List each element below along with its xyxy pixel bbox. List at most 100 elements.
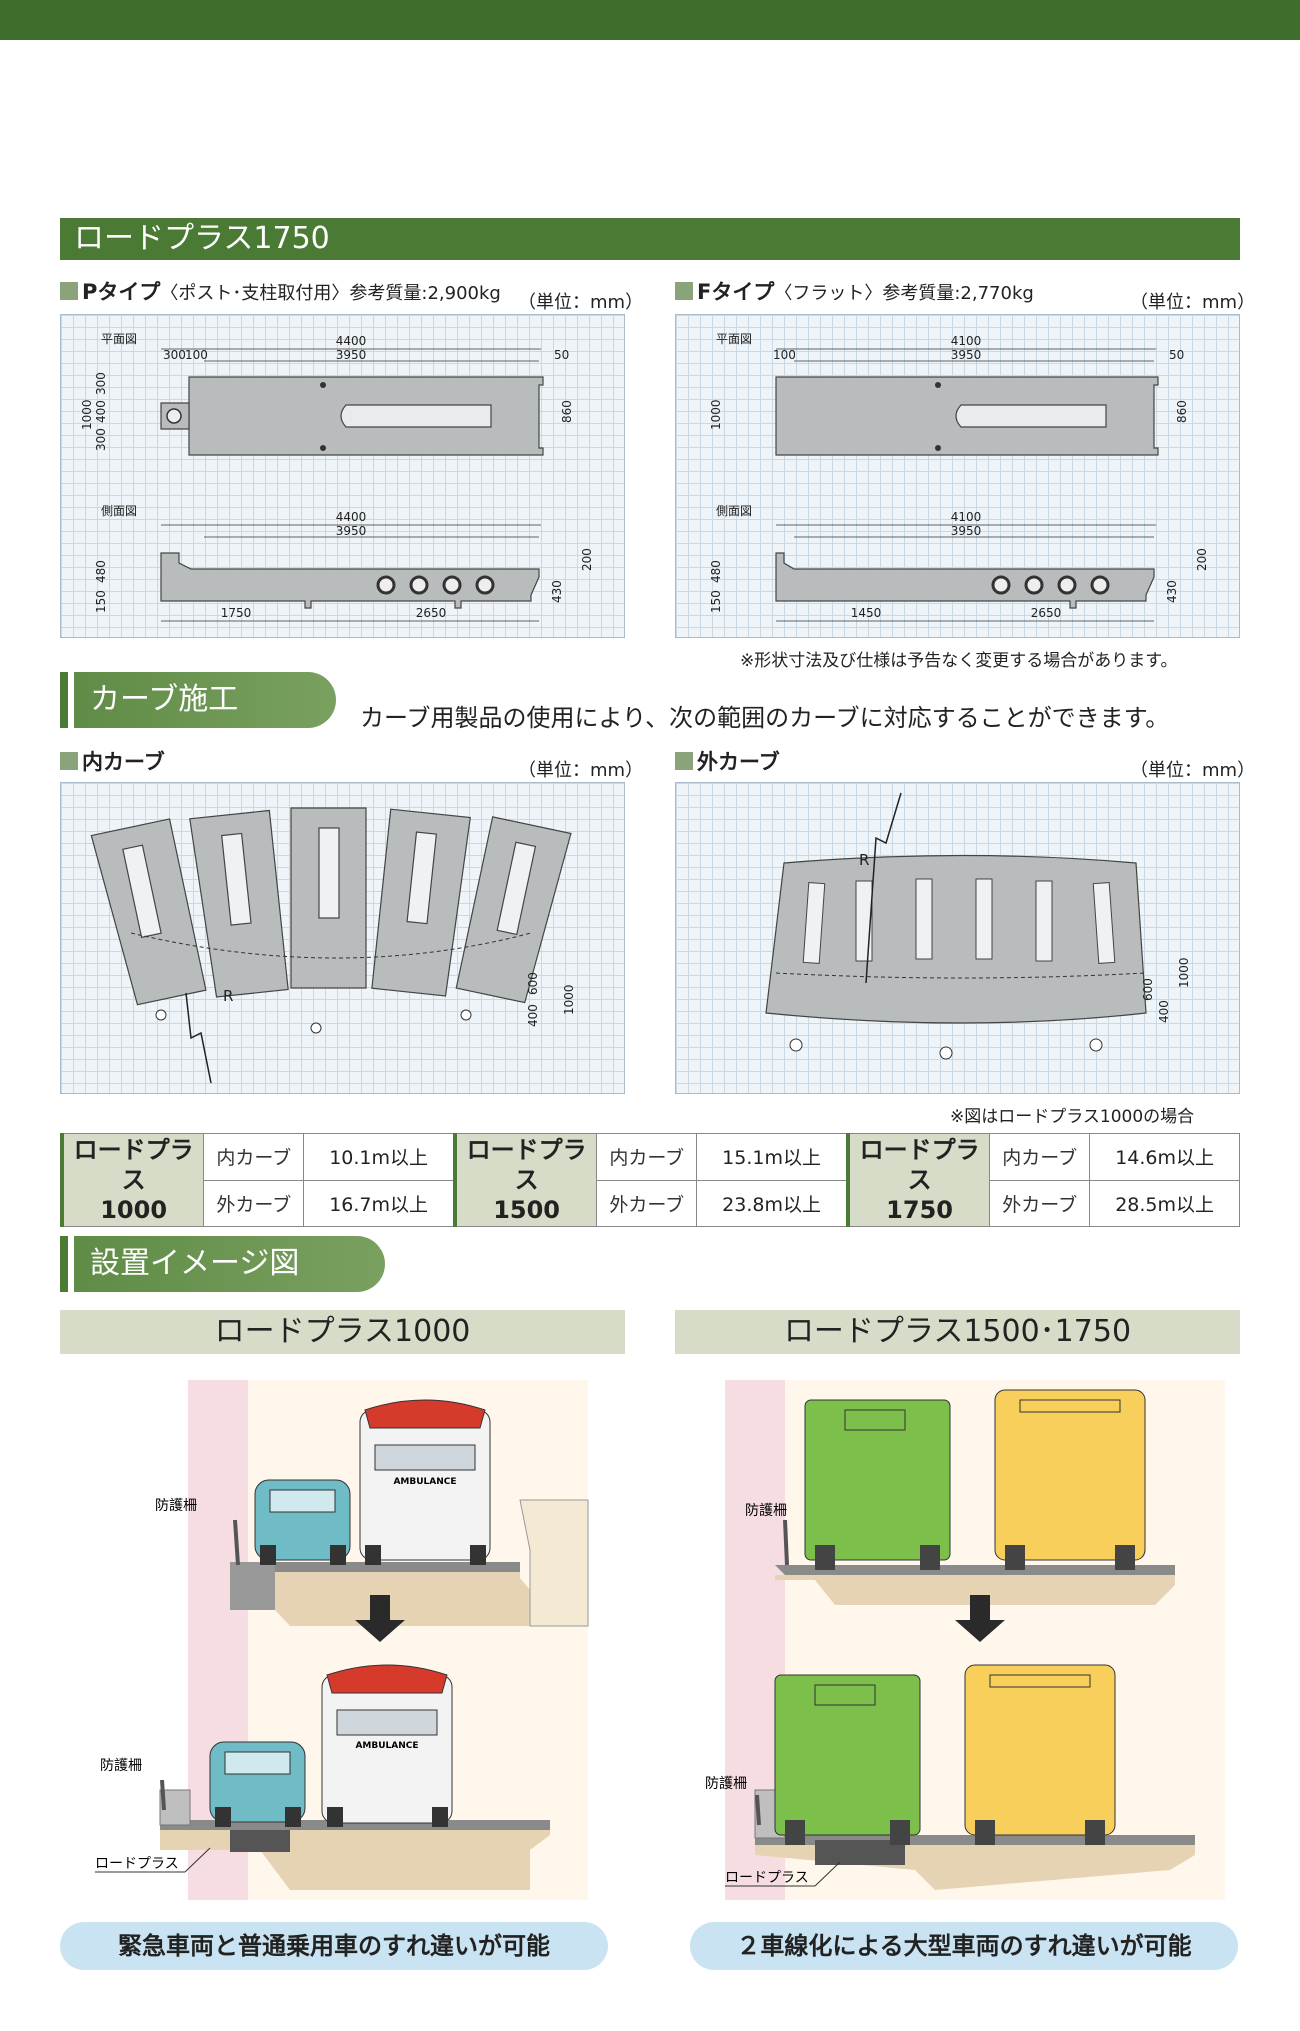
dim-l1: 1750 <box>221 606 252 620</box>
dim-v1: 300 <box>94 372 108 395</box>
product-name: ロードプラス <box>859 1136 980 1194</box>
curve-note: ※図はロードプラス1000の場合 <box>950 1107 1195 1127</box>
inner-label: 内カーブ <box>596 1133 698 1181</box>
dim-l1: 1450 <box>851 606 882 620</box>
dim-a: 300 <box>163 348 186 362</box>
install-right-caption: ２車線化による大型車両のすれ違いが可能 <box>690 1922 1238 1970</box>
p-type-title: Pタイプ <box>82 280 161 304</box>
dim-b: 100 <box>185 348 208 362</box>
dim-h2: 860 <box>560 400 574 423</box>
roadplus-label: ロードプラス <box>725 1870 809 1886</box>
dim-s4: 200 <box>1195 548 1209 571</box>
dim-600: 600 <box>1141 978 1155 1001</box>
dim-s2: 150 <box>94 590 108 613</box>
install-right-svg: 防護柵 防護柵 ロードプラス <box>705 1380 1225 1900</box>
outer-value: 23.8m以上 <box>696 1179 849 1227</box>
dim-400: 400 <box>1157 1000 1171 1023</box>
inner-curve-svg: R 600 400 1000 <box>90 807 576 1084</box>
p-type-heading: Pタイプ〈ポスト･支柱取付用〉参考質量:2,900kg <box>60 276 501 306</box>
side-view-label: 側面図 <box>716 504 752 518</box>
inner-value: 14.6m以上 <box>1089 1133 1240 1181</box>
p-type-unit: （単位：mm） <box>518 292 644 313</box>
inner-curve-drawing: R 600 400 1000 <box>60 782 625 1094</box>
dim-inner: 3950 <box>951 348 982 362</box>
f-type-drawing-svg: 平面図 側面図 4100 3950 100 50 1000 860 4100 3… <box>709 332 1209 622</box>
square-bullet-icon <box>675 282 693 300</box>
inner-curve-unit: （単位：mm） <box>518 760 644 781</box>
ambulance-text: AMBULANCE <box>393 1477 456 1487</box>
f-type-subtitle: 〈フラット〉参考質量:2,770kg <box>774 283 1034 304</box>
guard-rail-label: 防護柵 <box>100 1758 142 1774</box>
dim-h1: 1000 <box>709 399 723 430</box>
dim-c: 50 <box>554 348 569 362</box>
dim-h2: 860 <box>1175 400 1189 423</box>
install-left-caption: 緊急車両と普通乗用車のすれ違いが可能 <box>60 1922 608 1970</box>
inner-label: 内カーブ <box>203 1133 305 1181</box>
side-view-label: 側面図 <box>101 504 137 518</box>
inner-value: 10.1m以上 <box>303 1133 456 1181</box>
product-size: 1000 <box>100 1196 168 1224</box>
dim-s1: 480 <box>709 560 723 583</box>
outer-curve-unit: （単位：mm） <box>1130 760 1256 781</box>
outer-curve-svg: R 600 400 1000 <box>765 792 1191 1060</box>
table-row: 外カーブ 16.7m以上 外カーブ 23.8m以上 外カーブ 28.5m以上 <box>62 1179 1240 1227</box>
inner-label: 内カーブ <box>989 1133 1091 1181</box>
dim-v3: 300 <box>94 428 108 451</box>
dim-s3: 430 <box>1165 580 1179 603</box>
dim-s3: 430 <box>550 580 564 603</box>
outer-label: 外カーブ <box>596 1179 698 1227</box>
dim-l2: 2650 <box>416 606 447 620</box>
top-banner <box>0 0 1300 40</box>
guard-rail-label: 防護柵 <box>745 1503 787 1519</box>
ambulance-text: AMBULANCE <box>355 1741 418 1751</box>
dim-side-total: 4100 <box>951 510 982 524</box>
curve-section-tab: カーブ施工 <box>60 672 336 728</box>
dim-s2: 150 <box>709 590 723 613</box>
guard-rail-label: 防護柵 <box>705 1776 747 1792</box>
install-right-illustration: 防護柵 防護柵 ロードプラス <box>675 1370 1240 1910</box>
dim-s1: 480 <box>94 560 108 583</box>
guard-rail-label: 防護柵 <box>155 1498 197 1514</box>
dim-side-inner: 3950 <box>951 524 982 538</box>
product-name: ロードプラス <box>73 1136 194 1194</box>
dim-total: 4100 <box>951 334 982 348</box>
dim-400: 400 <box>526 1004 540 1027</box>
dim-side-inner: 3950 <box>336 524 367 538</box>
p-type-drawing-svg: 平面図 側面図 4400 3950 300 100 50 300 400 300… <box>80 332 594 622</box>
dim-1000: 1000 <box>1177 957 1191 988</box>
dim-l2: 2650 <box>1031 606 1062 620</box>
outer-value: 16.7m以上 <box>303 1179 456 1227</box>
dim-c: 50 <box>1169 348 1184 362</box>
p-type-drawing: 平面図 側面図 4400 3950 300 100 50 300 400 300… <box>60 314 625 638</box>
dim-1000: 1000 <box>562 984 576 1015</box>
dim-h1: 1000 <box>80 399 94 430</box>
plan-view-label: 平面図 <box>101 332 137 346</box>
dim-b: 100 <box>773 348 796 362</box>
r-label: R <box>859 851 869 869</box>
f-type-drawing: 平面図 側面図 4100 3950 100 50 1000 860 4100 3… <box>675 314 1240 638</box>
outer-label: 外カーブ <box>203 1179 305 1227</box>
inner-value: 15.1m以上 <box>696 1133 849 1181</box>
square-bullet-icon <box>60 752 78 770</box>
f-type-unit: （単位：mm） <box>1130 292 1256 313</box>
curve-lead-text: カーブ用製品の使用により、次の範囲のカーブに対応することができます。 <box>360 704 1170 732</box>
outer-curve-title: 外カーブ <box>697 750 780 774</box>
product-size: 1500 <box>493 1196 560 1224</box>
dim-s4: 200 <box>580 548 594 571</box>
dim-600: 600 <box>526 972 540 995</box>
section-title: ロードプラス1750 <box>60 218 1240 260</box>
product-size: 1750 <box>886 1196 953 1224</box>
dim-v2: 400 <box>94 400 108 423</box>
r-label: R <box>223 987 233 1005</box>
dim-side-total: 4400 <box>336 510 367 524</box>
outer-curve-heading: 外カーブ <box>675 746 780 776</box>
dim-total: 4400 <box>336 334 367 348</box>
square-bullet-icon <box>60 282 78 300</box>
f-type-heading: Fタイプ〈フラット〉参考質量:2,770kg <box>675 276 1034 306</box>
